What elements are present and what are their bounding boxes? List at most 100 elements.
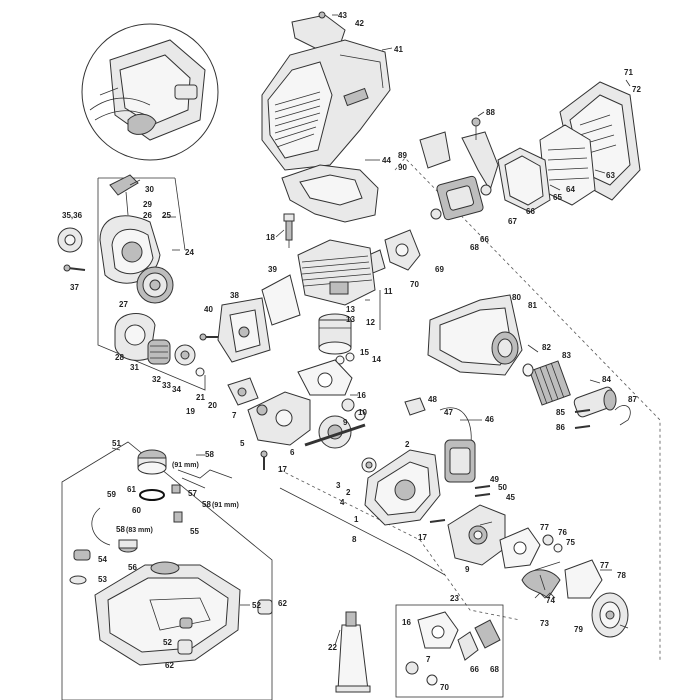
- part-pin-14-15: [335, 352, 355, 365]
- callout-63: 63: [606, 171, 615, 180]
- part-oring-60: [139, 489, 165, 501]
- callout-39: 39: [268, 265, 277, 274]
- callout-9b: 9: [465, 565, 470, 574]
- callout-81: 81: [528, 301, 537, 310]
- callout-34: 34: [172, 385, 181, 394]
- part-clutch-drum-83: [522, 360, 571, 406]
- callout-21: 21: [196, 393, 205, 402]
- part-gasket-39: [261, 274, 301, 326]
- part-starter-housing-24: [99, 215, 161, 284]
- callout-4: 4: [340, 498, 345, 507]
- callout-56: 56: [128, 563, 137, 572]
- part-fuel-lines-58: [91, 469, 233, 546]
- part-gasket-77b: [564, 559, 603, 599]
- callout-68: 68: [470, 243, 479, 252]
- callout-48: 48: [428, 395, 437, 404]
- callout-22: 22: [328, 643, 337, 652]
- part-crankcase-1: [364, 449, 441, 526]
- part-tube-84: [573, 386, 617, 418]
- part-shroud-41: [261, 39, 391, 171]
- callout-83: 83: [562, 351, 571, 360]
- callout-30: 30: [145, 185, 154, 194]
- callout-73: 73: [540, 619, 549, 628]
- callout-66a: 66: [526, 207, 535, 216]
- callout-55: 55: [190, 527, 199, 536]
- part-screw-40: [199, 333, 218, 341]
- callout-68b: 68: [490, 665, 499, 674]
- callout-15: 15: [360, 348, 369, 357]
- part-clutch-shoes-74: [521, 561, 561, 599]
- callout-75: 75: [566, 538, 575, 547]
- callout-82: 82: [542, 343, 551, 352]
- part-cover-3536: [57, 227, 83, 253]
- callout-44: 44: [382, 156, 391, 165]
- callout-27: 27: [119, 300, 128, 309]
- part-starter-handle-30: [109, 174, 139, 216]
- callout-62a: 62: [278, 599, 287, 608]
- callout-37: 37: [70, 283, 79, 292]
- callout-6: 6: [290, 448, 295, 457]
- part-spring-73: [534, 592, 556, 599]
- callout-31: 31: [130, 363, 139, 372]
- part-bushings-62: [177, 599, 273, 655]
- callout-80: 80: [512, 293, 521, 302]
- callout-1: 1: [354, 515, 359, 524]
- part-crankshaft-7: [304, 409, 366, 449]
- callout-18: 18: [266, 233, 275, 242]
- callout-57: 57: [188, 489, 197, 498]
- part-bearing-10: [341, 398, 377, 473]
- callout-91mm-b: (91 mm): [212, 502, 239, 509]
- part-clutch-drum-79: [591, 592, 629, 638]
- part-clutch-31: [147, 339, 171, 365]
- callout-64: 64: [566, 185, 575, 194]
- part-washers-75-76: [542, 534, 563, 553]
- callout-8: 8: [352, 535, 357, 544]
- callout-84: 84: [602, 375, 611, 384]
- callout-19: 19: [186, 407, 195, 416]
- callout-17b: 17: [418, 533, 427, 542]
- part-clutch-housing-45: [447, 504, 506, 566]
- callout-85: 85: [556, 408, 565, 417]
- part-clip-87: [614, 405, 631, 426]
- callout-77a: 77: [540, 523, 549, 532]
- callout-40: 40: [204, 305, 213, 314]
- callout-58a: 58: [205, 450, 214, 459]
- callout-77b: 77: [600, 561, 609, 570]
- callout-66c: 66: [470, 665, 479, 674]
- callout-71: 71: [624, 68, 633, 77]
- callout-16: 16: [357, 391, 366, 400]
- callout-labels: 43 42 41 44 18 88 89 90 71 72 63 64 65 6…: [62, 11, 641, 692]
- part-washer-53: [69, 575, 87, 585]
- callout-89: 89: [398, 151, 407, 160]
- callout-49: 49: [490, 475, 499, 484]
- part-screws-49-50: [474, 485, 491, 497]
- part-fittings-55-57: [171, 484, 183, 523]
- callout-2b: 2: [346, 488, 351, 497]
- callout-7b: 7: [426, 655, 431, 664]
- callout-24: 24: [185, 248, 194, 257]
- callout-91mm-a: (91 mm): [172, 462, 199, 469]
- callout-79: 79: [574, 625, 583, 634]
- callout-20: 20: [208, 401, 217, 410]
- part-ignition-module-46: [439, 407, 476, 483]
- callout-90: 90: [398, 163, 407, 172]
- callout-35-36: 35,36: [62, 211, 83, 220]
- callout-66b: 66: [480, 235, 489, 244]
- callout-60: 60: [132, 506, 141, 515]
- part-spark-plug-18: [283, 213, 295, 248]
- part-fuel-cap-59: [137, 449, 167, 475]
- callout-52b: 52: [163, 638, 172, 647]
- callout-7a: 7: [232, 411, 237, 420]
- part-screw-17a: [260, 450, 268, 470]
- callout-2a: 2: [405, 440, 410, 449]
- part-primer-56: [118, 539, 138, 553]
- part-fuel-tank-52: [94, 561, 241, 666]
- callout-28: 28: [115, 353, 124, 362]
- detail-circle: [81, 23, 219, 161]
- callout-65: 65: [553, 193, 562, 202]
- callout-50: 50: [498, 483, 507, 492]
- part-nut-32-33: [174, 344, 205, 377]
- callout-45: 45: [506, 493, 515, 502]
- callout-59: 59: [107, 490, 116, 499]
